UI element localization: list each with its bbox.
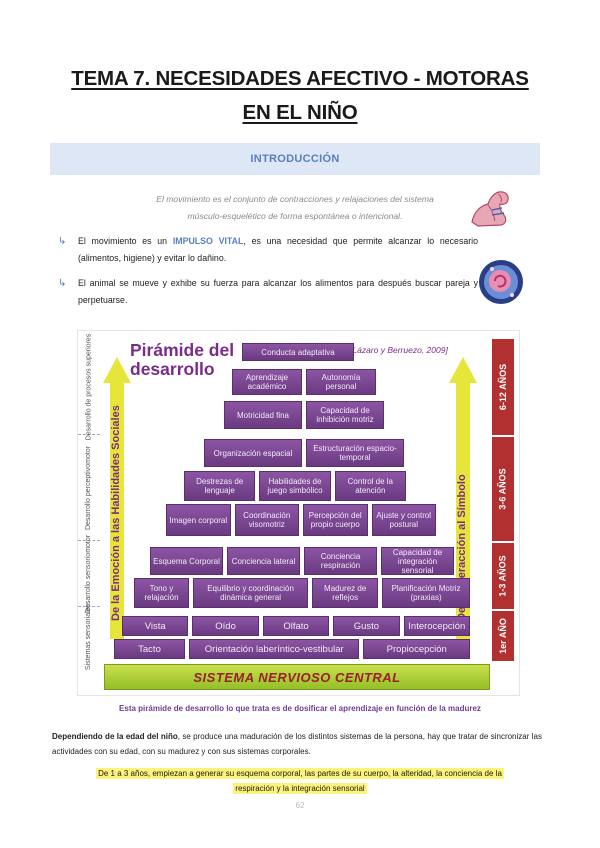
pyramid-block: Motricidad fina [224,401,302,429]
title-line-1: TEMA 7. NECESIDADES AFECTIVO - MOTORAS [40,62,560,96]
pyramid-block: Destrezas de lenguaje [184,471,255,501]
pyramid-block: Gusto [333,616,399,636]
pyramid-block: Conciencia respiración [304,547,377,575]
pyramid-block: Orientación laberíntico-vestibular [189,639,359,659]
stage-text: Desarrollo perceptivomotor [85,445,93,529]
pyramid-block: Estructuración espacio-temporal [306,439,404,467]
pyramid-block: Madurez de reflejos [312,578,378,608]
age-text: 1-3 AÑOS [498,555,508,596]
age-text: 3-6 AÑOS [498,468,508,509]
stage-text: Desarrollo de procesos superiores [85,333,93,440]
stage-label: Desarrollo sensoriomotor [78,541,100,607]
pyramid-block: Tono y relajación [134,578,189,608]
pyramid-block: Olfato [263,616,329,636]
pyramid-block: Equilibrio y coordinación dinámica gener… [193,578,308,608]
age-band: 6-12 AÑOS [492,339,514,435]
pyramid-block: Conciencia lateral [227,547,300,575]
left-arrow-head [103,357,131,383]
pyramid-block: Capacidad de integración sensorial [381,547,454,575]
pyramid-block: Autonomía personal [306,369,376,395]
stage-label: Desarrollo de procesos superiores [78,339,100,435]
age-text: 6-12 AÑOS [498,364,508,410]
base-label: SISTEMA NERVIOSO CENTRAL [193,670,400,685]
age-text: 1er AÑO [498,618,508,654]
pyramid-block: Habilidades de juego simbólico [259,471,330,501]
pyramid-title-line-1: Pirámide del [130,341,234,360]
figure-caption: Esta pirámide de desarrollo lo que trata… [40,704,560,713]
highlight-term: IMPULSO VITAL [173,236,244,246]
stage-text: Sistemas sensoriales [85,604,93,670]
section-heading: INTRODUCCIÓN [250,153,339,165]
pyramid-title-line-2: desarrollo [130,360,234,379]
embryo-illustration-icon [478,259,524,305]
section-header-bar: INTRODUCCIÓN [50,143,540,175]
pyramid-block: Coordinación visomotriz [235,504,300,536]
development-pyramid-figure: Desarrollo de procesos superiores Desarr… [77,330,520,696]
flexed-arm-icon [468,188,514,228]
pyramid-block: Percepción del propio cuerpo [303,504,368,536]
pyramid-block: Capacidad de inhibición motriz [306,401,384,429]
definition-line-1: El movimiento es el conjunto de contracc… [110,191,480,208]
highlighted-line-2: respiración y la integración sensorial [233,783,366,794]
pyramid-block: Interocepción [404,616,470,636]
age-band: 1-3 AÑOS [492,543,514,609]
stage-label: Sistemas sensoriales [78,607,100,667]
bullet-arrow-icon: ↳ [58,275,66,292]
paragraph-lead: Dependiendo de la edad del niño [52,732,178,741]
pyramid-block: Esquema Corporal [150,547,223,575]
pyramid-block: Control de la atención [335,471,406,501]
pyramid-reference: [Lázaro y Berruezo, 2009] [350,345,448,355]
right-arrow-head [449,357,477,383]
left-arrow-label: De la Emoción a las Habilidades Sociales [110,405,122,621]
bullet-text-start: El movimiento es un [78,236,173,246]
definition-quote: El movimiento es el conjunto de contracc… [110,191,480,225]
pyramid-block: Planificación Motriz (praxias) [382,578,470,608]
bullet-item-animal: ↳ El animal se mueve y exhibe su fuerza … [58,275,478,309]
pyramid-block: Tacto [114,639,185,659]
age-band: 3-6 AÑOS [492,437,514,541]
pyramid-block: Imagen corporal [166,504,231,536]
highlighted-line-1: De 1 a 3 años, empiezan a generar su esq… [96,768,504,779]
pyramid-block: Vista [122,616,188,636]
bullet-text: El movimiento es un IMPULSO VITAL, es un… [58,233,478,267]
bullet-arrow-icon: ↳ [58,233,66,250]
page-title: TEMA 7. NECESIDADES AFECTIVO - MOTORAS E… [40,62,560,130]
definition-line-2: músculo-esquelético de forma espontánea … [110,208,480,225]
highlighted-note: De 1 a 3 años, empiezan a generar su esq… [40,766,560,796]
pyramid-block: Organización espacial [204,439,302,467]
bullet-item-impulse: ↳ El movimiento es un IMPULSO VITAL, es … [58,233,478,267]
age-band: 1er AÑO [492,611,514,661]
stage-text: Desarrollo sensoriomotor [85,534,93,612]
pyramid-title: Pirámide del desarrollo [130,341,234,379]
pyramid-block: Aprendizaje académico [232,369,302,395]
body-paragraph: Dependiendo de la edad del niño, se prod… [52,729,542,759]
base-block: SISTEMA NERVIOSO CENTRAL [104,664,490,690]
stage-label: Desarrollo perceptivomotor [78,435,100,541]
pyramid-block: Conducta adaptativa [242,343,354,361]
title-line-2: EN EL NIÑO [40,96,560,130]
pyramid-block: Ajuste y control postural [372,504,437,536]
pyramid-block: Propiocepción [363,639,470,659]
page-number: 62 [0,801,600,810]
pyramid-block: Oído [192,616,258,636]
bullet-text: El animal se mueve y exhibe su fuerza pa… [58,275,478,309]
